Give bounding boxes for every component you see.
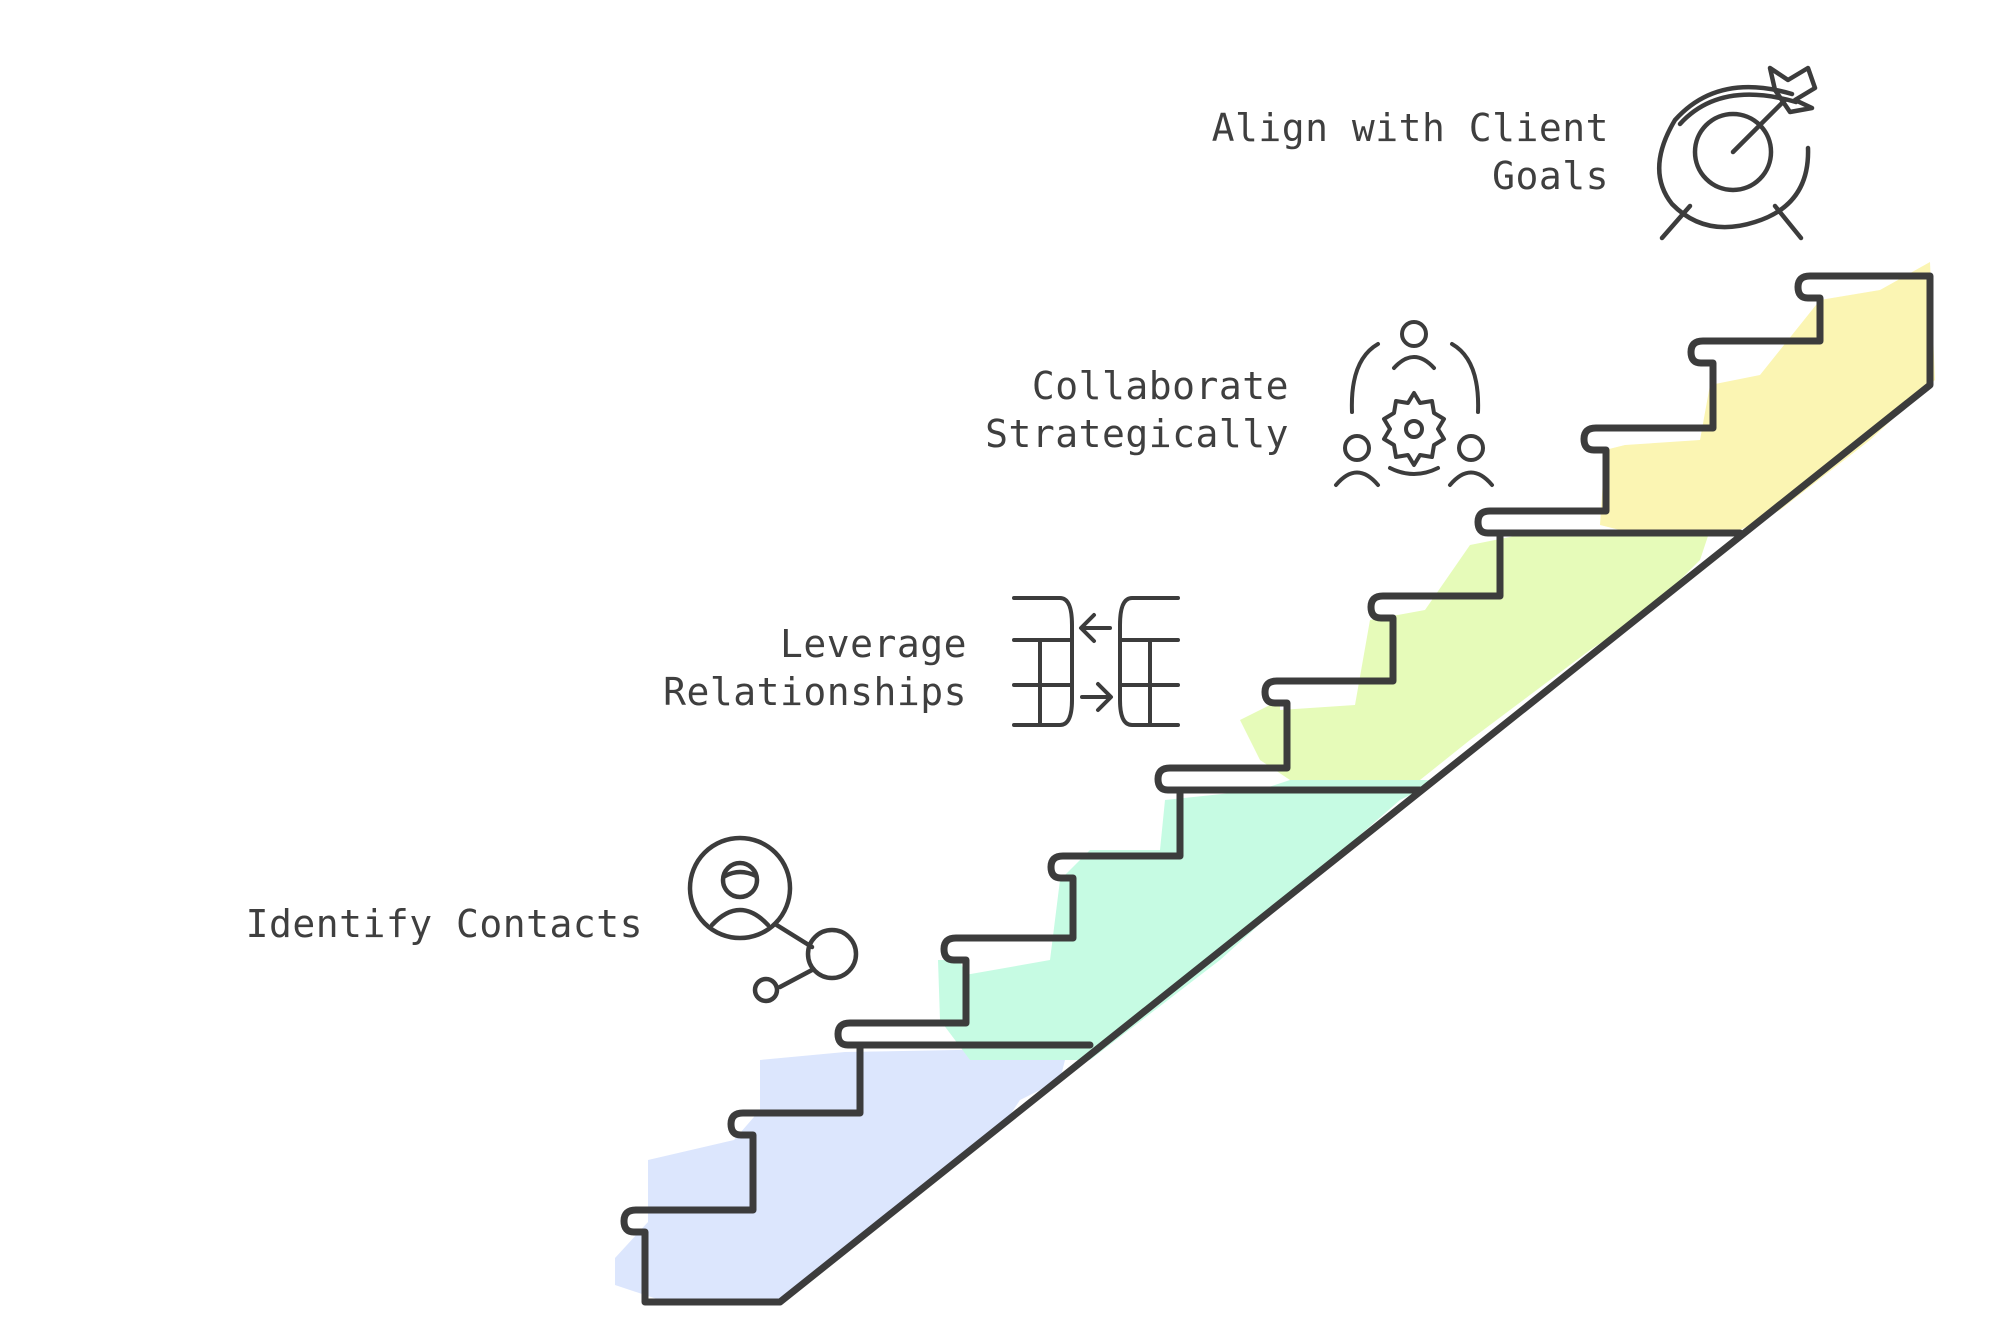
step-label-identify-line-1: Identify Contacts <box>245 902 643 946</box>
band-collaborate <box>1240 530 1710 780</box>
step-label-leverage-line-1: Leverage <box>779 622 967 666</box>
contact-network-icon <box>687 835 859 1004</box>
staircase-outline <box>620 272 1934 1306</box>
step-label-collaborate-line-1: Collaborate <box>1031 364 1289 408</box>
target-icon <box>1657 65 1818 241</box>
step-label-collaborate-line-2: Strategically <box>985 412 1289 456</box>
step-label-align-line-1: Align with Client <box>1211 106 1609 150</box>
step-label-collaborate: Collaborate Strategically <box>985 362 1289 458</box>
band-identify <box>615 1048 1068 1300</box>
band-align <box>1600 262 1935 530</box>
step-label-identify: Identify Contacts <box>246 900 643 948</box>
exchange-icon <box>1012 596 1180 727</box>
step-label-leverage: Leverage Relationships <box>663 620 967 716</box>
step-label-align: Align with Client Goals <box>1212 104 1609 200</box>
step-label-align-line-2: Goals <box>1492 154 1609 198</box>
band-leverage <box>938 780 1440 1060</box>
team-collaboration-icon <box>1334 320 1494 487</box>
step-label-leverage-line-2: Relationships <box>663 670 967 714</box>
